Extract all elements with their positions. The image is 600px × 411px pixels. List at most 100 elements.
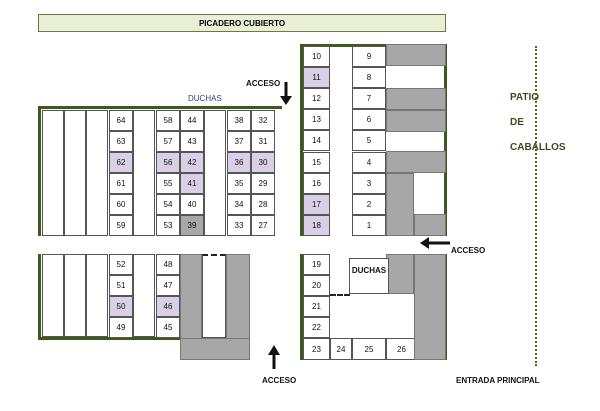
stall-46: 46 <box>156 296 180 317</box>
wall-bottom-left <box>38 337 181 340</box>
stall-61: 61 <box>109 173 133 194</box>
picadero-cubierto-label: PICADERO CUBIERTO <box>38 14 446 32</box>
stall-1: 1 <box>352 214 386 236</box>
stall-4: 4 <box>352 151 386 173</box>
duchas-box: DUCHAS <box>349 258 389 294</box>
patio-boundary-line <box>535 46 537 366</box>
stall-37: 37 <box>227 131 251 152</box>
stall-33: 33 <box>227 215 251 236</box>
stall-21: 21 <box>303 296 330 317</box>
stall-8: 8 <box>352 67 386 89</box>
patio-de-caballos-label: PATIO DE CABALLOS <box>510 92 566 153</box>
stall-6: 6 <box>352 109 386 131</box>
occupied-area <box>180 338 250 360</box>
stall-36: 36 <box>227 152 251 173</box>
stall-5: 5 <box>352 130 386 152</box>
occupied-area <box>414 214 446 236</box>
stall-29: 29 <box>251 173 275 194</box>
wall-center-upper <box>300 44 303 236</box>
occupied-area <box>386 88 446 110</box>
doorway-dash <box>330 294 350 296</box>
stall-24: 24 <box>330 338 352 360</box>
stall-53: 53 <box>156 215 180 236</box>
stall-38: 38 <box>227 110 251 131</box>
unnumbered-stall <box>204 110 226 236</box>
unnumbered-stall <box>42 254 64 337</box>
acceso-bottom-label: ACCESO <box>262 376 297 385</box>
arrow-down-icon <box>280 82 292 105</box>
stall-59: 59 <box>109 215 133 236</box>
stall-31: 31 <box>251 131 275 152</box>
stall-9: 9 <box>352 46 386 68</box>
stall-49: 49 <box>109 317 133 338</box>
stall-20: 20 <box>303 275 330 296</box>
stall-34: 34 <box>227 194 251 215</box>
stall-10: 10 <box>303 46 330 68</box>
stall-41: 41 <box>180 173 204 194</box>
stall-16: 16 <box>303 172 330 194</box>
stall-12: 12 <box>303 88 330 110</box>
stall-42: 42 <box>180 152 204 173</box>
unnumbered-stall <box>133 254 155 337</box>
stall-3: 3 <box>352 172 386 194</box>
stall-60: 60 <box>109 194 133 215</box>
stall-51: 51 <box>109 275 133 296</box>
wall-center-lower <box>300 254 303 360</box>
stall-62: 62 <box>109 152 133 173</box>
stall-52: 52 <box>109 254 133 275</box>
stall-47: 47 <box>156 275 180 296</box>
stall-19: 19 <box>303 254 330 275</box>
wall-top <box>38 106 282 109</box>
stall-40: 40 <box>180 194 204 215</box>
stall-45: 45 <box>156 317 180 338</box>
stall-28: 28 <box>251 194 275 215</box>
unnumbered-stall <box>42 110 64 236</box>
stall-18: 18 <box>303 214 330 236</box>
stall-44: 44 <box>180 110 204 131</box>
stall-23: 23 <box>303 338 330 360</box>
stall-25: 25 <box>352 338 386 360</box>
stall-7: 7 <box>352 88 386 110</box>
wall-right-top <box>300 44 446 47</box>
occupied-area <box>386 254 414 294</box>
stall-26: 26 <box>386 338 417 360</box>
stall-57: 57 <box>156 131 180 152</box>
occupied-area <box>414 254 446 360</box>
stall-11: 11 <box>303 67 330 89</box>
stall-63: 63 <box>109 131 133 152</box>
stall-2: 2 <box>352 193 386 215</box>
stall-27: 27 <box>251 215 275 236</box>
occupied-area <box>386 110 446 132</box>
stall-35: 35 <box>227 173 251 194</box>
unnumbered-stall <box>86 110 108 236</box>
open-stall <box>202 254 226 338</box>
unnumbered-stall <box>64 110 86 236</box>
entrada-principal-label: ENTRADA PRINCIPAL <box>456 376 540 385</box>
stall-14: 14 <box>303 130 330 152</box>
wall-right-upper <box>444 44 447 236</box>
arrow-up-icon <box>268 345 280 369</box>
stall-13: 13 <box>303 109 330 131</box>
stall-30: 30 <box>251 152 275 173</box>
stall-39: 39 <box>180 215 204 236</box>
stall-54: 54 <box>156 194 180 215</box>
duchas-label: DUCHAS <box>188 94 222 103</box>
unnumbered-stall <box>86 254 108 337</box>
occupied-area <box>386 151 446 173</box>
stall-58: 58 <box>156 110 180 131</box>
wall-left-lower <box>38 254 41 340</box>
acceso-top-label: ACCESO <box>246 79 281 88</box>
acceso-right-label: ACCESO <box>451 246 486 255</box>
wall-left-upper <box>38 106 41 236</box>
unnumbered-stall <box>64 254 86 337</box>
arrow-left-icon <box>420 237 450 249</box>
stall-32: 32 <box>251 110 275 131</box>
stall-50: 50 <box>109 296 133 317</box>
stall-15: 15 <box>303 151 330 173</box>
unnumbered-stall <box>133 110 155 236</box>
stall-22: 22 <box>303 317 330 338</box>
occupied-area <box>386 44 446 66</box>
stall-55: 55 <box>156 173 180 194</box>
stall-64: 64 <box>109 110 133 131</box>
